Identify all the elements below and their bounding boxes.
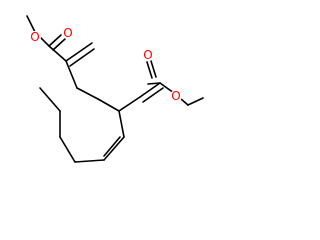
chain-bond: [65, 60, 78, 89]
ring-bond: [118, 110, 125, 138]
atom-label-o: O: [30, 30, 39, 44]
right-acrylate-chain: [118, 60, 204, 112]
carbonyl-bond: [52, 38, 66, 51]
chain-double-bond: [65, 42, 93, 62]
ring-bond: [76, 87, 99, 100]
ring-bond: [97, 98, 120, 112]
carbonyl-bond: [48, 34, 62, 47]
chain-double-bond: [142, 87, 164, 103]
upper-acrylate-chain: [26, 15, 95, 89]
carbonyl-bond: [146, 61, 153, 79]
methyl-bond: [26, 15, 36, 33]
oxygen-atom-carbonyl-right: O: [142, 48, 154, 62]
ring-double-bond: [103, 136, 121, 157]
chain-double-bond: [69, 48, 95, 67]
ring-bond: [74, 159, 105, 163]
chain-bond: [48, 45, 67, 62]
ring-bond: [39, 87, 61, 112]
atom-label-o: O: [171, 89, 180, 103]
oxygen-atom-ester-right: O: [170, 89, 182, 103]
chain-bond: [118, 96, 141, 112]
cycloheptene-ring: [39, 87, 125, 163]
ring-bond: [59, 136, 76, 163]
oxygen-atom-carbonyl-top: O: [62, 26, 74, 40]
oxygen-atom-ester-top: O: [29, 30, 41, 44]
chemical-structure: O O O O: [26, 15, 204, 163]
methyl-bond: [187, 97, 204, 106]
carbonyl-bond: [150, 60, 157, 78]
chain-double-bond: [139, 82, 161, 98]
atom-label-o: O: [143, 48, 152, 62]
atom-label-o: O: [63, 26, 72, 40]
carbonyl-bond: [147, 82, 161, 85]
chain-bond: [159, 82, 175, 94]
ring-bond: [103, 136, 125, 161]
